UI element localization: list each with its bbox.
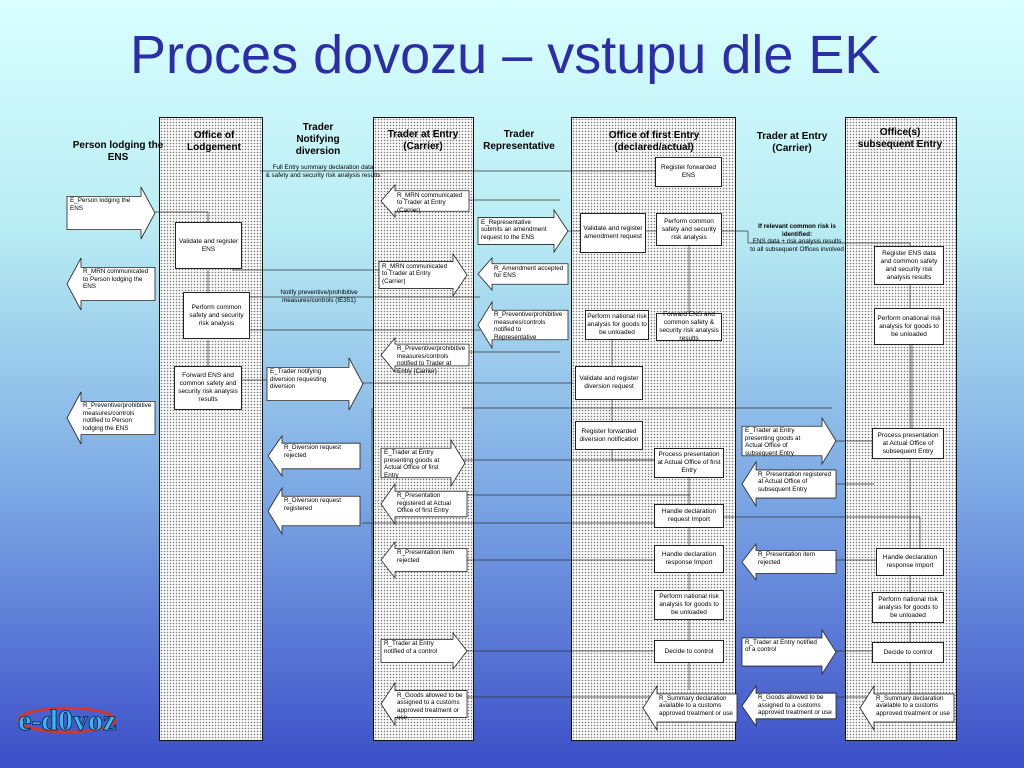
r-mrn-person-label: R_MRN communicated to Person lodging the… [83,268,149,291]
e-trader-notifying-label: E_Trader notifying diversion requesting … [270,368,327,391]
note-full-entry-line2: & safety and security risk analysis resu… [265,171,381,179]
r-preventive-trader-arrow: R_Preventive/prohibitive measures/contro… [380,336,470,375]
r-presentation-rejected-label-1: R_Presentation item rejected [397,549,455,564]
r-preventive-person-label: R_Preventive/prohibitive measures/contro… [83,402,152,432]
forward-ens-box-2: Forward ENS and common safety & security… [656,311,722,342]
r-preventive-rep-arrow: R_Preventive/prohibitive measures/contro… [477,300,569,350]
r-mrn-trader-label-2: R_MRN communicated to Trader at Entry (C… [382,262,448,285]
lane-header-trader-entry-2: Trader at Entry (Carrier) [756,131,828,154]
perform-national-risk-box-2: Perform national risk analysis for goods… [654,590,724,620]
lane-header-trader-rep: Trader Representative [483,129,555,152]
r-mrn-trader-arrow-1: R_MRN communicated to Trader at Entry (C… [380,183,470,219]
note-relevant-line3: ENS data + risk analysis results [752,238,842,245]
e-trader-presenting-label-2: E_Trader at Entry presenting goods at Ac… [745,427,801,457]
e-trader-presenting-arrow-1: E_Trader at Entry presenting goods at Ac… [380,438,466,488]
validate-register-amendment-box: Validate and register amendment request [580,213,646,253]
lane-office-of-lodgement [159,117,263,741]
validate-register-diversion-box: Validate and register diversion request [575,366,643,400]
r-amend-accepted-label: R_Amendment accepted for ENS [494,264,564,280]
note-relevant-risk: If relevant common risk is identified: E… [744,223,850,253]
note-full-entry-line1: Full Entry summary declaration data [272,164,374,171]
e-rep-amend-arrow: E_Representative submits an amendment re… [477,208,569,254]
r-diversion-registered-arrow: R_Diversion request registered [267,486,361,536]
r-preventive-rep-label: R_Preventive/prohibitive measures/contro… [494,311,563,341]
note-relevant-line2: identified: [781,230,813,238]
r-trader-notified-arrow-1: R_Trader at Entry notified of a control [380,631,468,671]
r-presentation-rejected-label-2: R_Presentation item rejected [758,551,816,566]
decide-control-box-2: Decide to control [872,642,944,663]
decide-control-box-1: Decide to control [654,640,724,663]
r-diversion-registered-label: R_Diversion request registered [284,497,342,512]
perform-common-risk-box: Perform common safety and security risk … [183,292,250,339]
lane-header-person: Person lodging the ENS [72,140,164,163]
r-trader-notified-label-2: R_Trader at Entry notified of a control [745,638,817,654]
handle-declaration-response-box-1: Handle declaration response Import [654,545,724,573]
register-forwarded-diversion-box: Register forwarded diversion notificatio… [575,421,643,450]
e-person-lodging-arrow: E_Person lodging the ENS [66,186,156,240]
lane-header-lodgement: Office of Lodgement [187,130,241,153]
validate-register-ens-box: Validate and register ENS [175,222,242,269]
note-relevant-line1: If relevant common risk is [758,223,836,230]
note-full-entry: Full Entry summary declaration data & sa… [258,164,388,179]
note-notify-line2: measures/controls (IE351) [282,296,356,304]
e-dovoz-logo: e-d0voz [12,684,122,749]
r-goods-allowed-label-2: R_Goods allowed to be assigned to a cust… [758,694,832,717]
r-preventive-trader-label: R_Preventive/prohibitive measures/contro… [397,345,466,375]
r-goods-allowed-label-1: R_Goods allowed to be assigned to a cust… [397,691,463,722]
r-diversion-rejected-label: R_Diversion request rejected [284,444,342,459]
r-trader-notified-label-1: R_Trader at Entry notified of a control [384,640,438,655]
r-summary-arrow-2: R_Summary declaration available to a cus… [859,684,955,732]
r-summary-arrow-1: R_Summary declaration available to a cus… [642,684,738,732]
r-presentation-rejected-arrow-1: R_Presentation item rejected [380,540,468,580]
e-rep-amend-label: E_Representative submits an amendment re… [481,218,547,241]
perform-common-risk-box-2: Perform common safety and security risk … [656,213,722,246]
process-presentation-first-box: Process presentation at Actual Office of… [654,448,724,478]
perform-national-risk-box-1: Perform national risk analysis for goods… [585,310,649,340]
e-person-lodging-label: E_Person lodging the ENS [70,197,131,212]
r-trader-notified-arrow-2: R_Trader at Entry notified of a control [741,628,837,676]
r-summary-label-2: R_Summary declaration available to a cus… [876,694,950,717]
page-title: Proces dovozu – vstupu dle EK [130,25,881,85]
process-presentation-subsequent-box: Process presentation at Actual Office of… [872,428,944,459]
perform-national-risk-box-3: Perform national risk analysis for goods… [872,592,944,623]
r-summary-label-1: R_Summary declaration available to a cus… [659,694,733,717]
r-amend-accepted-arrow: R_Amendment accepted for ENS [477,256,569,292]
lane-header-subsequent: Office(s) subsequent Entry [857,127,943,150]
perform-onational-risk-box: Perform onational risk analysis for good… [874,308,944,345]
handle-declaration-request-box: Handle declaration request Import [654,504,724,528]
r-presentation-registered-arrow-2: R_Presentation registered at Actual Offi… [741,460,837,508]
lane-trader-at-entry [373,117,474,741]
lane-header-first-entry: Office of first Entry (declared/actual) [608,130,700,153]
r-presentation-registered-arrow: R_Presentation registered at Actual Offi… [380,482,468,526]
logo-text: e-d0voz [18,704,116,737]
r-presentation-registered-label: R_Presentation registered at Actual Offi… [397,492,451,515]
lane-header-trader-entry: Trader at Entry (Carrier) [387,129,459,152]
r-presentation-registered-label-2: R_Presentation registered at Actual Offi… [758,470,832,493]
r-mrn-trader-label-1: R_MRN communicated to Trader at Entry (C… [397,191,463,214]
e-trader-presenting-label-1: E_Trader at Entry presenting goods at Ac… [384,449,440,479]
register-ens-data-box: Register ENS data and common safety and … [874,246,944,285]
handle-declaration-response-box-2: Handle declaration response Import [876,548,944,576]
e-trader-presenting-arrow-2: E_Trader at Entry presenting goods at Ac… [741,416,837,466]
logo-ring [17,706,117,734]
r-diversion-rejected-arrow: R_Diversion request rejected [267,434,361,478]
note-relevant-line4: to all subsequent Offices involved [750,245,844,253]
logo-graphic: e-d0voz [17,704,117,738]
r-presentation-rejected-arrow-2: R_Presentation item rejected [741,542,837,582]
note-notify-line1: Notify preventive/prohibitive [280,289,358,296]
r-goods-allowed-arrow-1: R_Goods allowed to be assigned to a cust… [380,681,468,727]
register-forwarded-ens-box: Register forwarded ENS [655,157,722,187]
r-preventive-person-arrow: R_Preventive/prohibitive measures/contro… [66,391,156,445]
note-notify-preventive: Notify preventive/prohibitive measures/c… [274,289,364,304]
r-mrn-trader-arrow-2: R_MRN communicated to Trader at Entry (C… [378,252,468,298]
forward-ens-box: Forward ENS and common safety and securi… [174,366,242,410]
e-trader-notifying-arrow: E_Trader notifying diversion requesting … [266,357,364,411]
r-goods-allowed-arrow-2: R_Goods allowed to be assigned to a cust… [741,684,837,728]
r-mrn-person-arrow: R_MRN communicated to Person lodging the… [66,257,156,311]
lane-header-trader-notifying: Trader Notifying diversion [295,122,341,157]
